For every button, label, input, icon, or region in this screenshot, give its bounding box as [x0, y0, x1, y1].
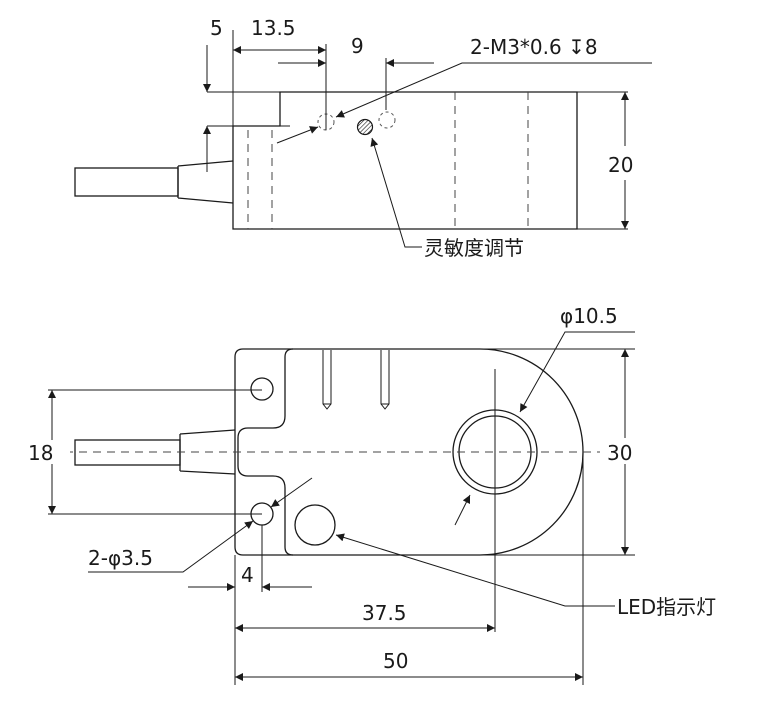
dim-37-5: 37.5	[362, 601, 407, 625]
sensitivity-screw-icon	[356, 118, 374, 136]
dim-30: 30	[607, 441, 632, 465]
dim-50: 50	[383, 649, 408, 673]
dim-18: 18	[28, 441, 53, 465]
side-view: 5 13.5 9 2-M3*0.6 ↧8 20 灵敏度调节	[74, 16, 652, 260]
mount-hole-icon	[250, 377, 274, 401]
thread-hole-icon	[378, 111, 396, 129]
dim-5: 5	[210, 16, 223, 40]
dim-20: 20	[608, 153, 633, 177]
led-indicator-icon	[294, 504, 336, 546]
sensitivity-adjust-label: 灵敏度调节	[424, 236, 524, 260]
dim-9: 9	[351, 34, 364, 58]
dim-13-5: 13.5	[251, 16, 296, 40]
side-cable	[74, 160, 234, 204]
front-body-outline	[234, 348, 584, 556]
dim-phi-10-5: φ10.5	[560, 304, 618, 328]
led-indicator-label: LED指示灯	[617, 595, 716, 619]
dim-2-phi-3-5: 2-φ3.5	[88, 546, 153, 570]
front-view: φ10.5 18 30 2-φ3.5 4 LED指示灯 37.5 50	[28, 304, 716, 685]
thread-note: 2-M3*0.6 ↧8	[470, 35, 598, 59]
dim-4: 4	[241, 563, 254, 587]
side-body-outline	[232, 91, 578, 230]
